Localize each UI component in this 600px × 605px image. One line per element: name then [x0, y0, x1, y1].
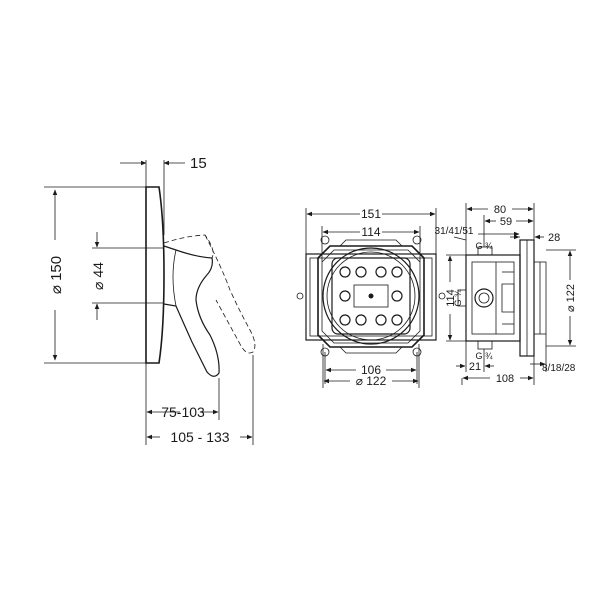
dim-bore-label: ⌀ 44: [90, 262, 106, 290]
dim-offset-label: 28: [548, 232, 560, 244]
dim-extensions-label: 8/18/28: [542, 363, 576, 374]
dim-length-label: 108: [496, 373, 514, 385]
dim-inner-width-label: 114: [361, 225, 380, 239]
dim-height-box-label: 114: [445, 289, 457, 307]
dim-height-label: ⌀ 150: [48, 256, 65, 294]
thread-top-label: G ¾: [475, 241, 493, 251]
pipe-connection: [474, 288, 494, 308]
lever-handle: [163, 245, 220, 377]
dim-bottom-offset-label: 21: [469, 361, 481, 373]
dim-projection-min-label: 75-103: [161, 404, 205, 420]
box-inner-plate: [331, 257, 411, 335]
lever-handle-alt-position: [163, 234, 256, 354]
box-octagon-outer: [317, 245, 425, 348]
side-view: 15 ⌀ 150 ⌀ 44 75-103 105 - 133: [44, 155, 256, 445]
dim-diameter-label: ⌀ 122: [356, 374, 387, 388]
dim-plaster-depths-label: 31/41/51: [435, 226, 474, 237]
front-view: 151 114 106 ⌀ 122: [296, 207, 446, 388]
box-ports: [339, 266, 403, 326]
dim-depth-partial-label: 59: [500, 216, 512, 228]
dim-spacing-label: 106: [361, 363, 381, 377]
dim-depth-total-label: 80: [494, 204, 506, 216]
dim-depth-label: 15: [190, 155, 207, 172]
dim-width-label: 151: [361, 207, 381, 221]
thread-side-label: G ¾: [453, 289, 463, 307]
cover-plate: [145, 186, 165, 364]
box-side-view: 80 59 31/41/51 28 G ¾ G ¾ 114 ⌀ 122 G ¾: [435, 203, 577, 385]
box-circle: [322, 247, 420, 345]
dim-projection-max-label: 105 - 133: [170, 429, 229, 445]
dim-diameter-box-label: ⌀ 122: [565, 284, 577, 312]
mounting-lugs: [296, 235, 446, 357]
